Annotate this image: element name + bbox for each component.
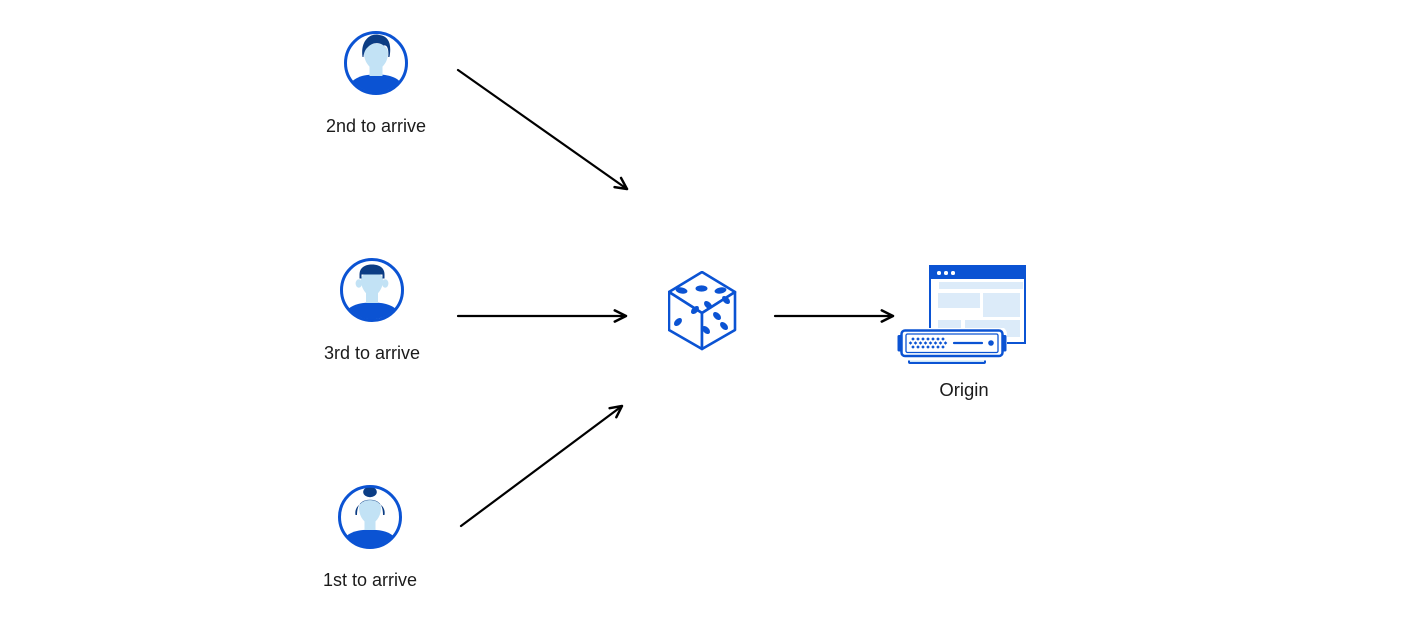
window-dot-icon <box>937 271 941 275</box>
server-indicator-light <box>988 340 994 346</box>
user-group-3rd: 3rd to arrive <box>292 257 452 363</box>
user-label-1st: 1st to arrive <box>322 570 418 590</box>
origin-label: Origin <box>939 379 989 400</box>
server-vents-pattern <box>908 337 948 349</box>
user-group-1st: 1st to arrive <box>290 484 450 590</box>
browser-content-strip <box>939 282 1023 289</box>
browser-content-block <box>938 293 980 308</box>
user-label-3rd: 3rd to arrive <box>323 343 421 363</box>
arrow-2nd-to-dice <box>456 68 629 191</box>
dice-icon <box>667 270 738 358</box>
man-avatar-swept-hair-icon <box>344 31 408 95</box>
user-label-2nd: 2nd to arrive <box>325 116 427 136</box>
arrow-1st-to-dice <box>459 404 624 528</box>
server-icon <box>897 326 1007 367</box>
user-group-2nd: 2nd to arrive <box>296 30 456 136</box>
man-avatar-flat-top-icon <box>340 258 404 322</box>
window-dot-icon <box>944 271 948 275</box>
woman-avatar-bun-icon <box>338 485 402 549</box>
window-dot-icon <box>951 271 955 275</box>
browser-content-block <box>983 293 1020 317</box>
browser-titlebar <box>931 267 1024 279</box>
